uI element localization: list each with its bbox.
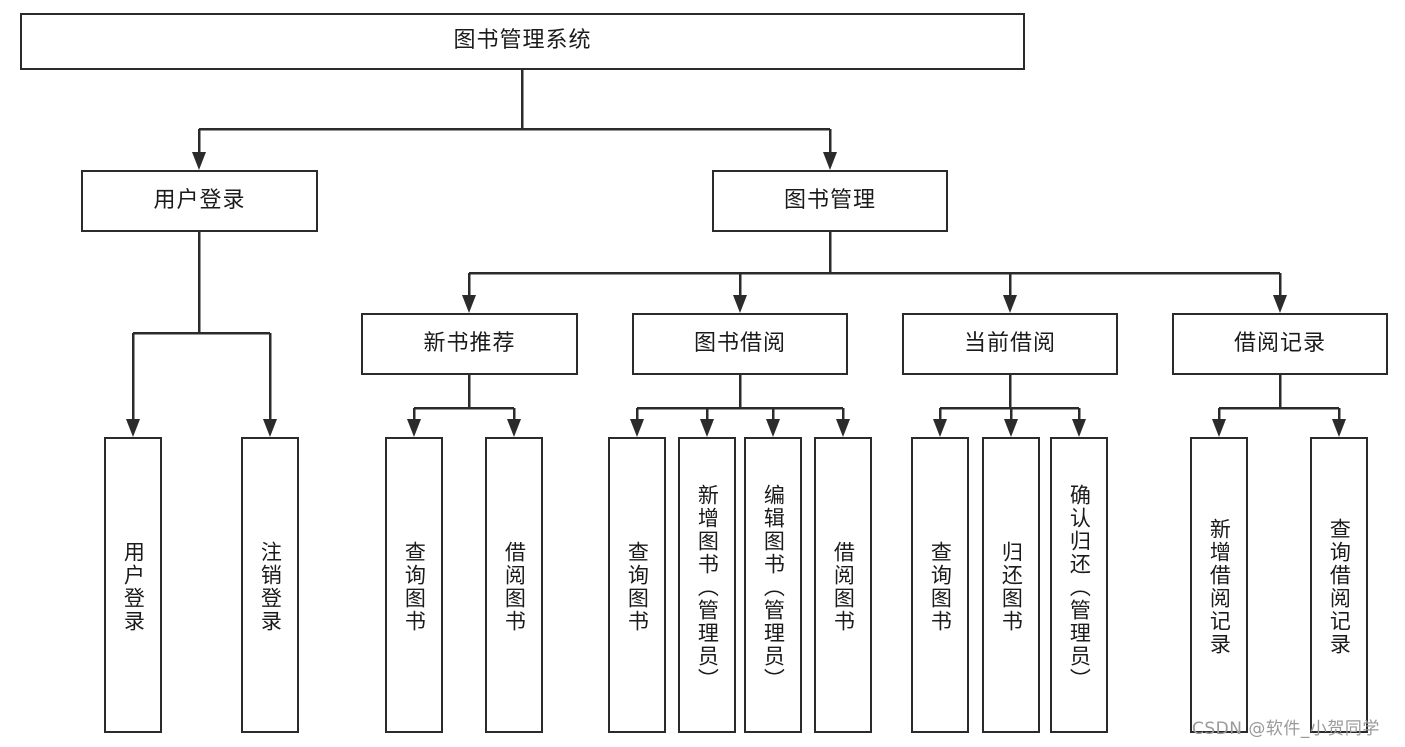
node-leaf-edit-book-admin[interactable]: 编辑图书（管理员）: [744, 437, 802, 733]
node-root-system[interactable]: 图书管理系统: [20, 13, 1025, 70]
node-leaf-query-book-3[interactable]: 查询图书: [911, 437, 969, 733]
arrowhead-icon: [1332, 419, 1346, 437]
node-label: 注销登录: [258, 541, 283, 633]
node-leaf-borrow-book-1[interactable]: 借阅图书: [485, 437, 543, 733]
node-leaf-query-book-1[interactable]: 查询图书: [385, 437, 443, 733]
node-label: 图书管理系统: [453, 28, 592, 54]
node-borrow-record[interactable]: 借阅记录: [1172, 313, 1388, 375]
csdn-watermark: CSDN @软件_小贺同学: [1192, 719, 1380, 739]
node-label: 借阅图书: [502, 541, 527, 633]
node-leaf-logout[interactable]: 注销登录: [241, 437, 299, 733]
node-leaf-query-borrow-record[interactable]: 查询借阅记录: [1310, 437, 1368, 733]
node-label: 图书管理: [783, 187, 876, 213]
node-label: 用户登录: [121, 541, 146, 633]
node-label: 当前借阅: [963, 330, 1056, 356]
arrowhead-icon: [407, 419, 421, 437]
connector-arrowheads: [126, 152, 1346, 437]
arrowhead-icon: [733, 295, 747, 313]
arrowhead-icon: [1212, 419, 1226, 437]
arrowhead-icon: [462, 295, 476, 313]
node-label: 借阅记录: [1233, 330, 1326, 356]
arrowhead-icon: [1004, 419, 1018, 437]
arrowhead-icon: [1072, 419, 1086, 437]
node-label: 归还图书: [999, 541, 1024, 633]
node-leaf-return-book[interactable]: 归还图书: [982, 437, 1040, 733]
arrowhead-icon: [1003, 295, 1017, 313]
arrowhead-icon: [507, 419, 521, 437]
node-leaf-user-login[interactable]: 用户登录: [104, 437, 162, 733]
node-label: 查询图书: [928, 541, 953, 633]
node-label: 确认归还（管理员）: [1067, 483, 1092, 691]
node-new-book-recommend[interactable]: 新书推荐: [361, 313, 578, 375]
arrowhead-icon: [766, 419, 780, 437]
arrowhead-icon: [933, 419, 947, 437]
node-label: 借阅图书: [831, 541, 856, 633]
node-label: 图书借阅: [693, 330, 786, 356]
node-label: 新增图书（管理员）: [695, 483, 720, 691]
node-user-login[interactable]: 用户登录: [81, 170, 318, 232]
arrowhead-icon: [630, 419, 644, 437]
node-label: 查询图书: [625, 541, 650, 633]
node-label: 新书推荐: [423, 330, 516, 356]
node-label: 用户登录: [153, 187, 246, 213]
arrowhead-icon: [700, 419, 714, 437]
node-book-borrow[interactable]: 图书借阅: [632, 313, 848, 375]
node-leaf-confirm-return-admin[interactable]: 确认归还（管理员）: [1050, 437, 1108, 733]
node-label: 查询借阅记录: [1327, 518, 1352, 656]
arrowhead-icon: [836, 419, 850, 437]
arrowhead-icon: [192, 152, 206, 170]
node-book-management[interactable]: 图书管理: [712, 170, 948, 232]
node-current-borrow[interactable]: 当前借阅: [902, 313, 1118, 375]
node-label: 新增借阅记录: [1207, 518, 1232, 656]
arrowhead-icon: [126, 419, 140, 437]
node-leaf-add-borrow-record[interactable]: 新增借阅记录: [1190, 437, 1248, 733]
node-leaf-borrow-book-2[interactable]: 借阅图书: [814, 437, 872, 733]
arrowhead-icon: [823, 152, 837, 170]
arrowhead-icon: [263, 419, 277, 437]
node-label: 查询图书: [402, 541, 427, 633]
node-leaf-add-book-admin[interactable]: 新增图书（管理员）: [678, 437, 736, 733]
arrowhead-icon: [1273, 295, 1287, 313]
node-label: 编辑图书（管理员）: [761, 483, 786, 691]
node-leaf-query-book-2[interactable]: 查询图书: [608, 437, 666, 733]
